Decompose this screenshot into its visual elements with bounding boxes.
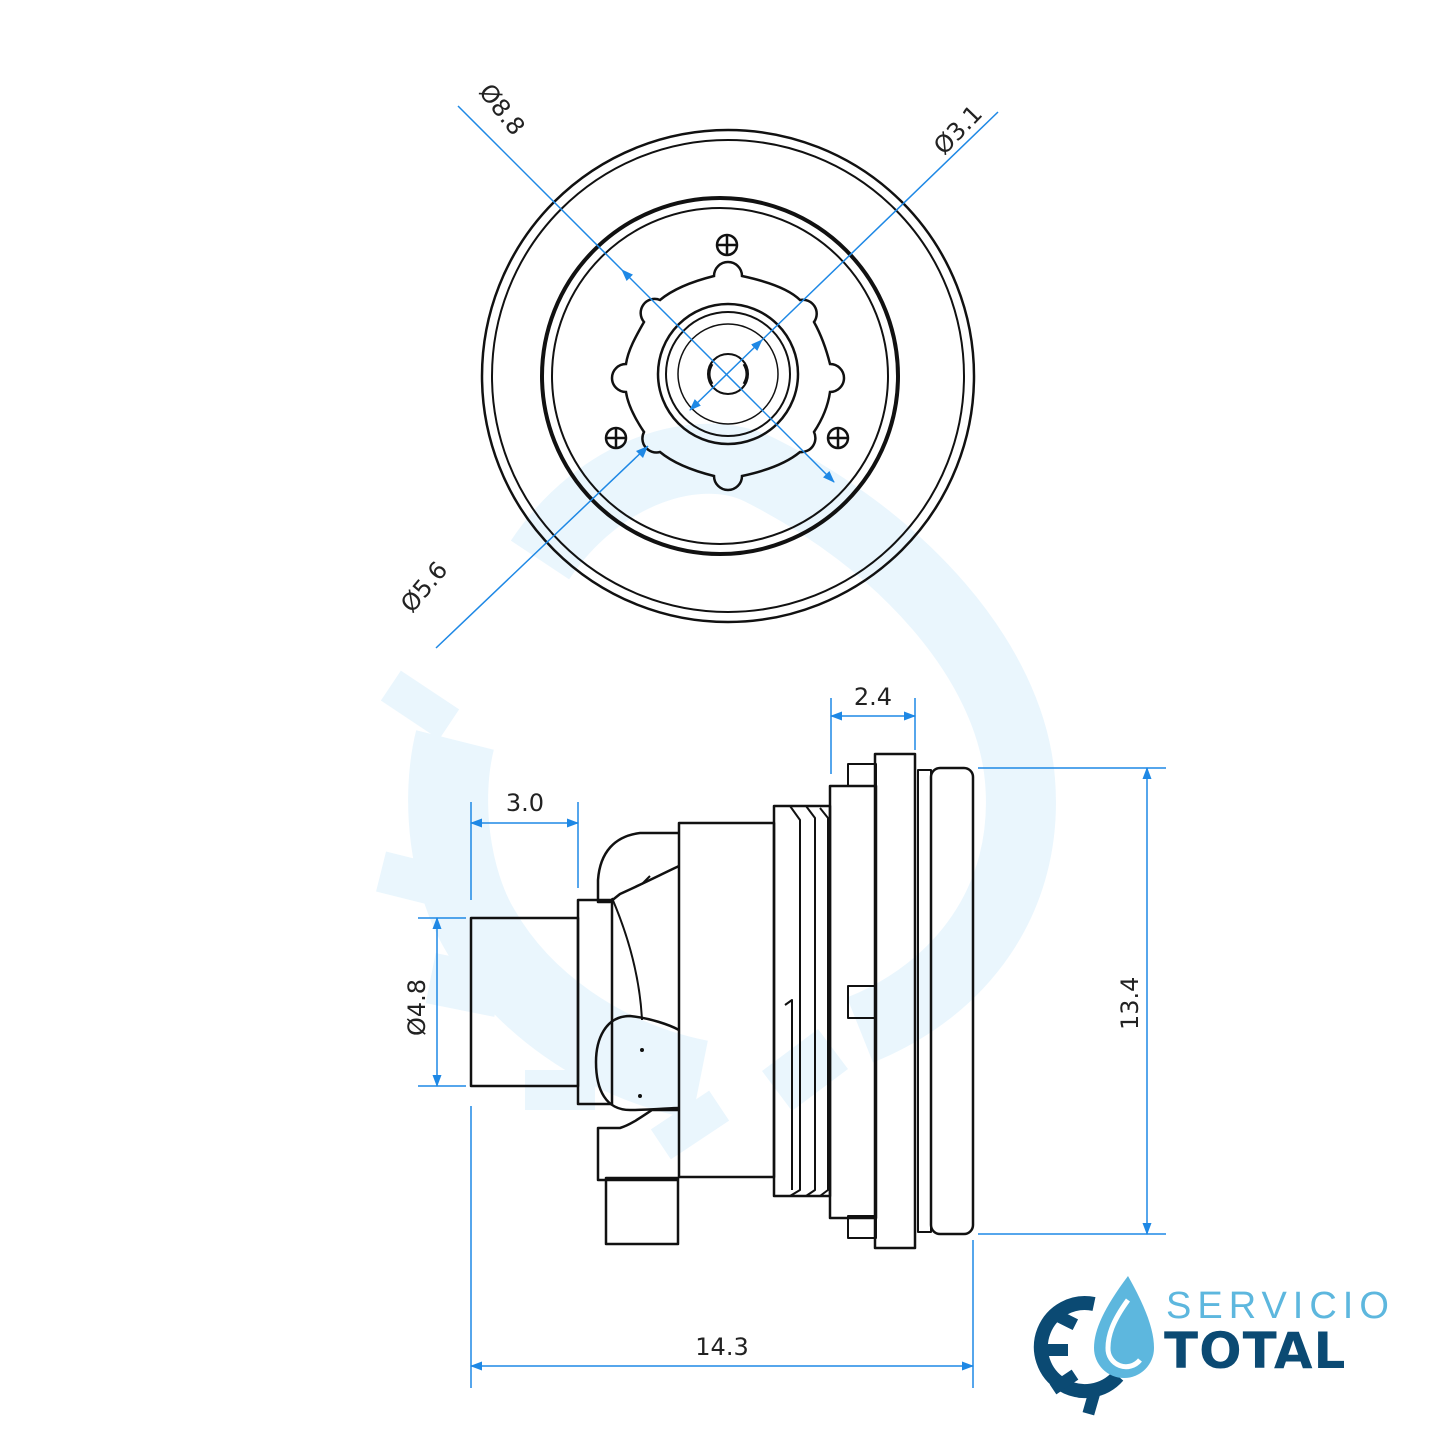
- side-dimensions: [418, 698, 1166, 1388]
- inlet-pipe: [469, 916, 580, 1088]
- dim-outer-leader: [457, 105, 623, 271]
- logo-line1: SERVICIO: [1166, 1285, 1395, 1327]
- dim-flange-label: 2.4: [854, 683, 892, 711]
- marker-dot: [638, 1094, 642, 1098]
- logo-line2: TOTAL: [1164, 1322, 1346, 1380]
- side-view: [469, 752, 975, 1250]
- thread-lines: [784, 805, 829, 1197]
- gear-drop-icon: [1033, 1276, 1154, 1416]
- dim-ring-arrow: [636, 446, 648, 458]
- connector-housing: [596, 831, 680, 1182]
- dim-inner-line: [689, 339, 763, 411]
- flange-bottom-tab: [847, 1215, 877, 1239]
- screw-icon: [715, 233, 739, 257]
- front-dimensions: [435, 105, 999, 649]
- cap-inner-plate: [917, 769, 932, 1233]
- connector-upper-lobe: [611, 875, 651, 1021]
- servicio-total-logo: SERVICIO TOTAL: [1033, 1276, 1395, 1416]
- dim-total-label: 14.3: [695, 1333, 748, 1361]
- flange-top-tab: [847, 763, 877, 787]
- dim-outer-label: Ø8.8: [473, 78, 530, 140]
- dim-inlet-diameter-label: Ø4.8: [403, 979, 431, 1036]
- dim-height-label: 13.4: [1116, 977, 1144, 1030]
- bottom-spigot: [604, 1176, 680, 1246]
- connector-lower-lobe: [594, 1014, 680, 1112]
- dim-inlet-length-label: 3.0: [506, 789, 544, 817]
- screw-icon: [826, 426, 850, 450]
- outer-flange-circle: [480, 128, 976, 624]
- outer-flange-inner-circle: [491, 139, 965, 613]
- dim-inner-leader: [761, 111, 999, 341]
- nozzle-left-bracket: [707, 363, 714, 385]
- screw-icon: [604, 426, 628, 450]
- main-body: [677, 821, 776, 1179]
- marker-dot: [640, 1048, 644, 1052]
- body-circle: [540, 196, 900, 556]
- dim-ring-label: Ø5.6: [395, 556, 453, 618]
- thread-band: [772, 804, 832, 1198]
- watermark-logo: [376, 423, 1056, 1160]
- dim-ring-leader: [435, 445, 649, 649]
- nozzle-right-bracket: [742, 363, 749, 385]
- body-inner-circle: [551, 207, 889, 545]
